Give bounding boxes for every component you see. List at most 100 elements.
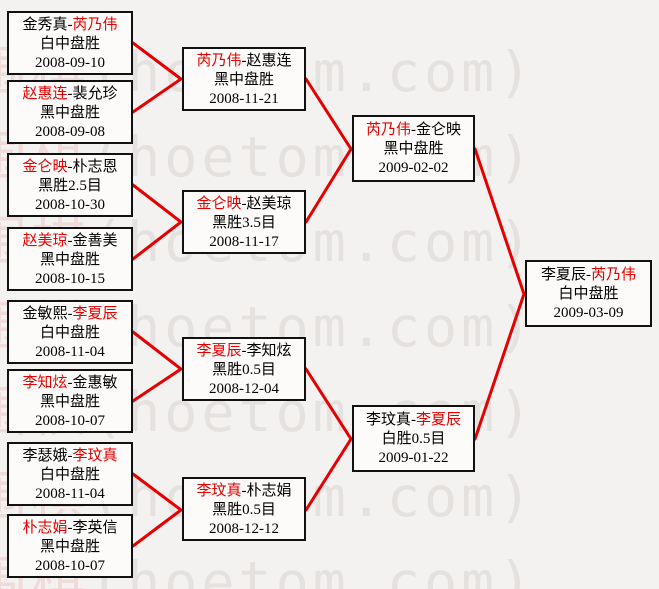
match-result: 白中盘胜 (39, 36, 100, 52)
match-date: 2008-09-10 (35, 55, 105, 71)
player-name: 朴志娟 (246, 483, 292, 499)
match-players: 朴志娟-李英信 (9, 519, 131, 538)
match-box-r1m6: 李知炫-金惠敏 黑中盘胜 2008-10-07 (7, 369, 133, 433)
match-players: 李瑟娥-李玟真 (9, 447, 131, 466)
match-result: 黑胜3.5目 (212, 215, 276, 231)
match-result: 白中盘胜 (39, 325, 100, 341)
player-name: 赵惠连 (246, 53, 292, 69)
player-name: 金仑映 (416, 122, 462, 138)
match-date: 2008-11-17 (209, 234, 279, 250)
player-separator: - (67, 375, 73, 391)
match-box-r1m2: 赵惠连-裴允珍 黑中盘胜 2008-09-08 (7, 80, 133, 144)
match-box-r1m7: 李瑟娥-李玟真 白中盘胜 2008-11-04 (7, 442, 133, 506)
match-players: 金仑映-赵美琼 (184, 195, 304, 214)
match-box-r1m4: 赵美琼-金善美 黑中盘胜 2008-10-15 (7, 227, 133, 291)
player-separator: - (241, 483, 247, 499)
player-name: 芮乃伟 (196, 53, 242, 69)
match-date: 2008-11-04 (35, 344, 105, 360)
match-result: 黑中盘胜 (39, 252, 100, 268)
match-result: 黑中盘胜 (39, 105, 100, 121)
match-date: 2008-10-07 (35, 413, 105, 429)
watermark-latin: (hoetom.com) (90, 465, 536, 529)
match-result: 白胜0.5目 (381, 431, 446, 447)
match-box-r1m1: 金秀真-芮乃伟 白中盘胜 2008-09-10 (7, 11, 133, 75)
match-result: 黑胜0.5目 (212, 502, 276, 518)
match-date: 2008-10-15 (35, 271, 105, 287)
player-separator: - (67, 86, 73, 102)
match-players: 金秀真-芮乃伟 (9, 16, 131, 35)
player-name: 裴允珍 (72, 86, 118, 102)
player-separator: - (411, 122, 416, 138)
player-name: 朴志娟 (22, 520, 68, 536)
match-result: 黑胜2.5目 (38, 178, 102, 194)
match-result: 黑中盘胜 (383, 141, 444, 157)
player-name: 芮乃伟 (72, 17, 118, 33)
match-date: 2008-09-08 (35, 124, 105, 140)
player-separator: - (241, 196, 247, 212)
player-separator: - (411, 412, 416, 428)
match-box-r2m1: 芮乃伟-赵惠连 黑中盘胜 2008-11-21 (182, 47, 306, 111)
match-box-r2m3: 李夏辰-李知炫 黑胜0.5目 2008-12-04 (182, 337, 306, 401)
player-name: 金善美 (72, 233, 118, 249)
player-name: 李玟真 (365, 412, 411, 428)
match-result: 白中盘胜 (558, 286, 619, 302)
match-box-r2m4: 李玟真-朴志娟 黑胜0.5目 2008-12-12 (182, 477, 306, 541)
player-name: 芮乃伟 (591, 267, 637, 283)
match-result: 黑中盘胜 (39, 539, 100, 555)
player-name: 李夏辰 (196, 343, 242, 359)
player-name: 金秀真 (22, 17, 68, 33)
match-date: 2008-10-07 (35, 558, 105, 574)
player-name: 李玟真 (72, 448, 118, 464)
player-name: 金仑映 (22, 159, 68, 175)
match-result: 白中盘胜 (39, 467, 100, 483)
match-players: 李玟真-朴志娟 (184, 482, 304, 501)
player-separator: - (67, 448, 73, 464)
match-players: 赵惠连-裴允珍 (9, 85, 131, 104)
match-box-r1m5: 金敏熙-李夏辰 白中盘胜 2008-11-04 (7, 300, 133, 364)
player-separator: - (67, 159, 73, 175)
match-date: 2008-12-12 (209, 521, 279, 537)
player-name: 赵美琼 (246, 196, 292, 212)
match-players: 李知炫-金惠敏 (9, 374, 131, 393)
player-name: 李夏辰 (540, 267, 586, 283)
player-name: 芮乃伟 (365, 122, 411, 138)
match-box-r2m2: 金仑映-赵美琼 黑胜3.5目 2008-11-17 (182, 190, 306, 254)
player-name: 金惠敏 (72, 375, 118, 391)
match-players: 金仑映-朴志恩 (9, 158, 131, 177)
player-name: 李瑟娥 (22, 448, 68, 464)
match-box-final: 李夏辰-芮乃伟 白中盘胜 2009-03-09 (525, 260, 652, 327)
player-name: 金敏熙 (22, 306, 68, 322)
match-box-r3m1: 芮乃伟-金仑映 黑中盘胜 2009-02-02 (352, 115, 475, 182)
match-date: 2009-03-09 (553, 305, 624, 321)
player-separator: - (241, 53, 247, 69)
player-separator: - (241, 343, 247, 359)
watermark-latin: (hoetom.com) (90, 295, 536, 359)
player-name: 李英信 (72, 520, 118, 536)
match-players: 赵美琼-金善美 (9, 232, 131, 251)
player-separator: - (67, 306, 73, 322)
match-box-r1m8: 朴志娟-李英信 黑中盘胜 2008-10-07 (7, 514, 133, 578)
match-date: 2008-10-30 (35, 197, 105, 213)
match-date: 2008-11-21 (209, 91, 279, 107)
player-name: 李夏辰 (72, 306, 118, 322)
match-players: 金敏熙-李夏辰 (9, 305, 131, 324)
player-name: 李知炫 (246, 343, 292, 359)
match-players: 李夏辰-李知炫 (184, 342, 304, 361)
match-players: 李夏辰-芮乃伟 (527, 266, 650, 285)
player-name: 李知炫 (22, 375, 68, 391)
player-name: 金仑映 (196, 196, 242, 212)
watermark-latin: (hoetom.com) (90, 550, 536, 589)
match-date: 2009-01-22 (378, 450, 449, 466)
player-name: 赵惠连 (22, 86, 68, 102)
match-result: 黑胜0.5目 (212, 362, 276, 378)
match-box-r3m2: 李玟真-李夏辰 白胜0.5目 2009-01-22 (352, 405, 475, 472)
player-name: 李夏辰 (416, 412, 462, 428)
player-name: 李玟真 (196, 483, 242, 499)
watermark-latin: (hoetom.com) (90, 210, 536, 274)
player-name: 赵美琼 (22, 233, 68, 249)
player-separator: - (586, 267, 591, 283)
match-result: 黑中盘胜 (213, 72, 274, 88)
player-separator: - (67, 520, 73, 536)
player-separator: - (67, 233, 73, 249)
